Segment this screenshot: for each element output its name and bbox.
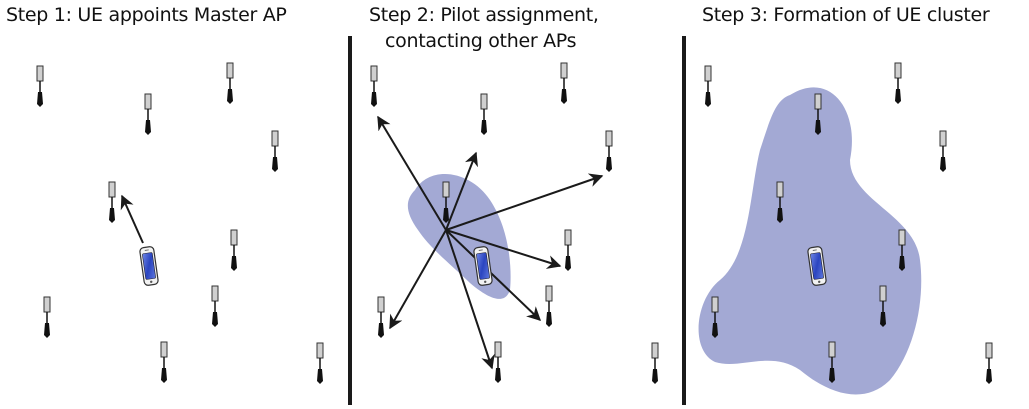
step-2-arrows <box>377 115 604 370</box>
step-1-arrow <box>120 194 144 244</box>
step-1-ue-phone <box>138 245 160 287</box>
step-3-title: Step 3: Formation of UE cluster <box>702 4 990 26</box>
step-1-title: Step 1: UE appoints Master AP <box>6 4 287 26</box>
step-2-title-line-2: contacting other APs <box>385 30 577 52</box>
step-2-title: Step 2: Pilot assignment, <box>369 4 599 26</box>
ue-cluster-region-step-3 <box>698 87 922 395</box>
step-1-access-points <box>36 62 324 385</box>
